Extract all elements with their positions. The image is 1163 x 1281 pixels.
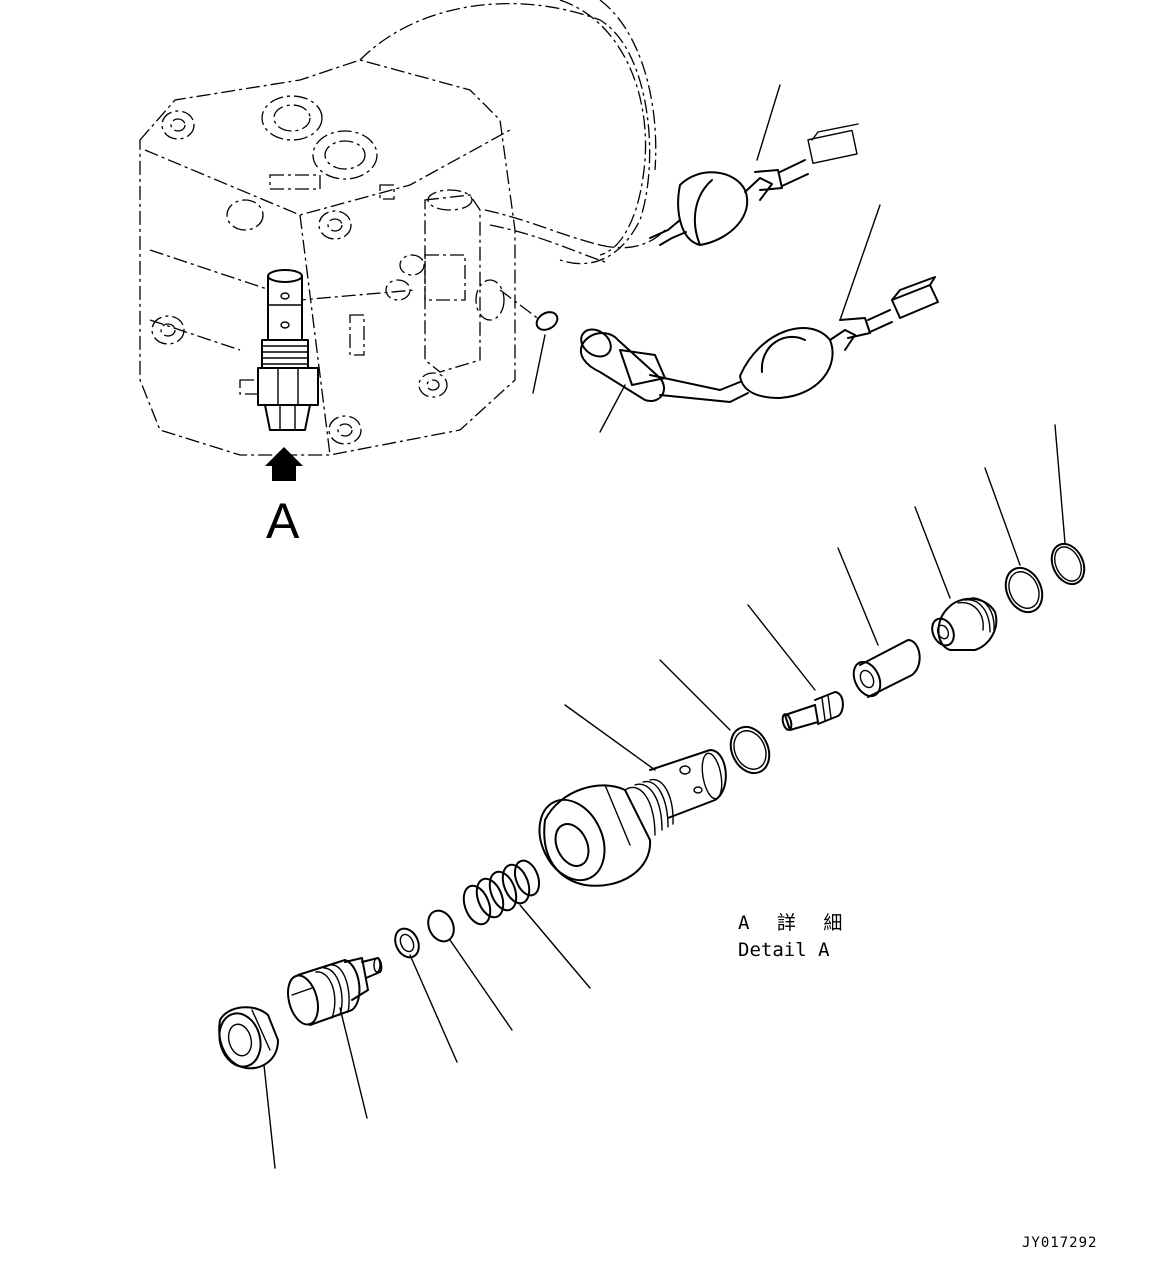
pump-housing-phantom (139, 0, 657, 456)
speed-sensor (580, 204, 939, 433)
view-label: A (266, 493, 300, 549)
leader-lines (263, 424, 1066, 1169)
o-ring-1 (1050, 542, 1086, 586)
adjusting-screw (287, 957, 383, 1026)
disc (427, 909, 455, 943)
valve-body (538, 749, 727, 887)
plug (931, 597, 998, 651)
o-ring-small (535, 311, 559, 331)
backup-ring (1004, 566, 1044, 614)
installed-relief-valve (257, 269, 319, 431)
sensor-harness-upper (599, 84, 859, 249)
drawing-id: JY017292 (1022, 1235, 1098, 1251)
detail-title-jp: A 詳 細 (738, 912, 851, 934)
lock-nut (218, 1006, 279, 1070)
spring (462, 859, 541, 926)
sleeve (852, 639, 921, 698)
detail-title-en: Detail A (738, 939, 830, 961)
poppet (781, 691, 844, 731)
view-arrow-icon (265, 447, 303, 481)
o-ring-2 (729, 725, 771, 775)
washer (394, 927, 420, 959)
